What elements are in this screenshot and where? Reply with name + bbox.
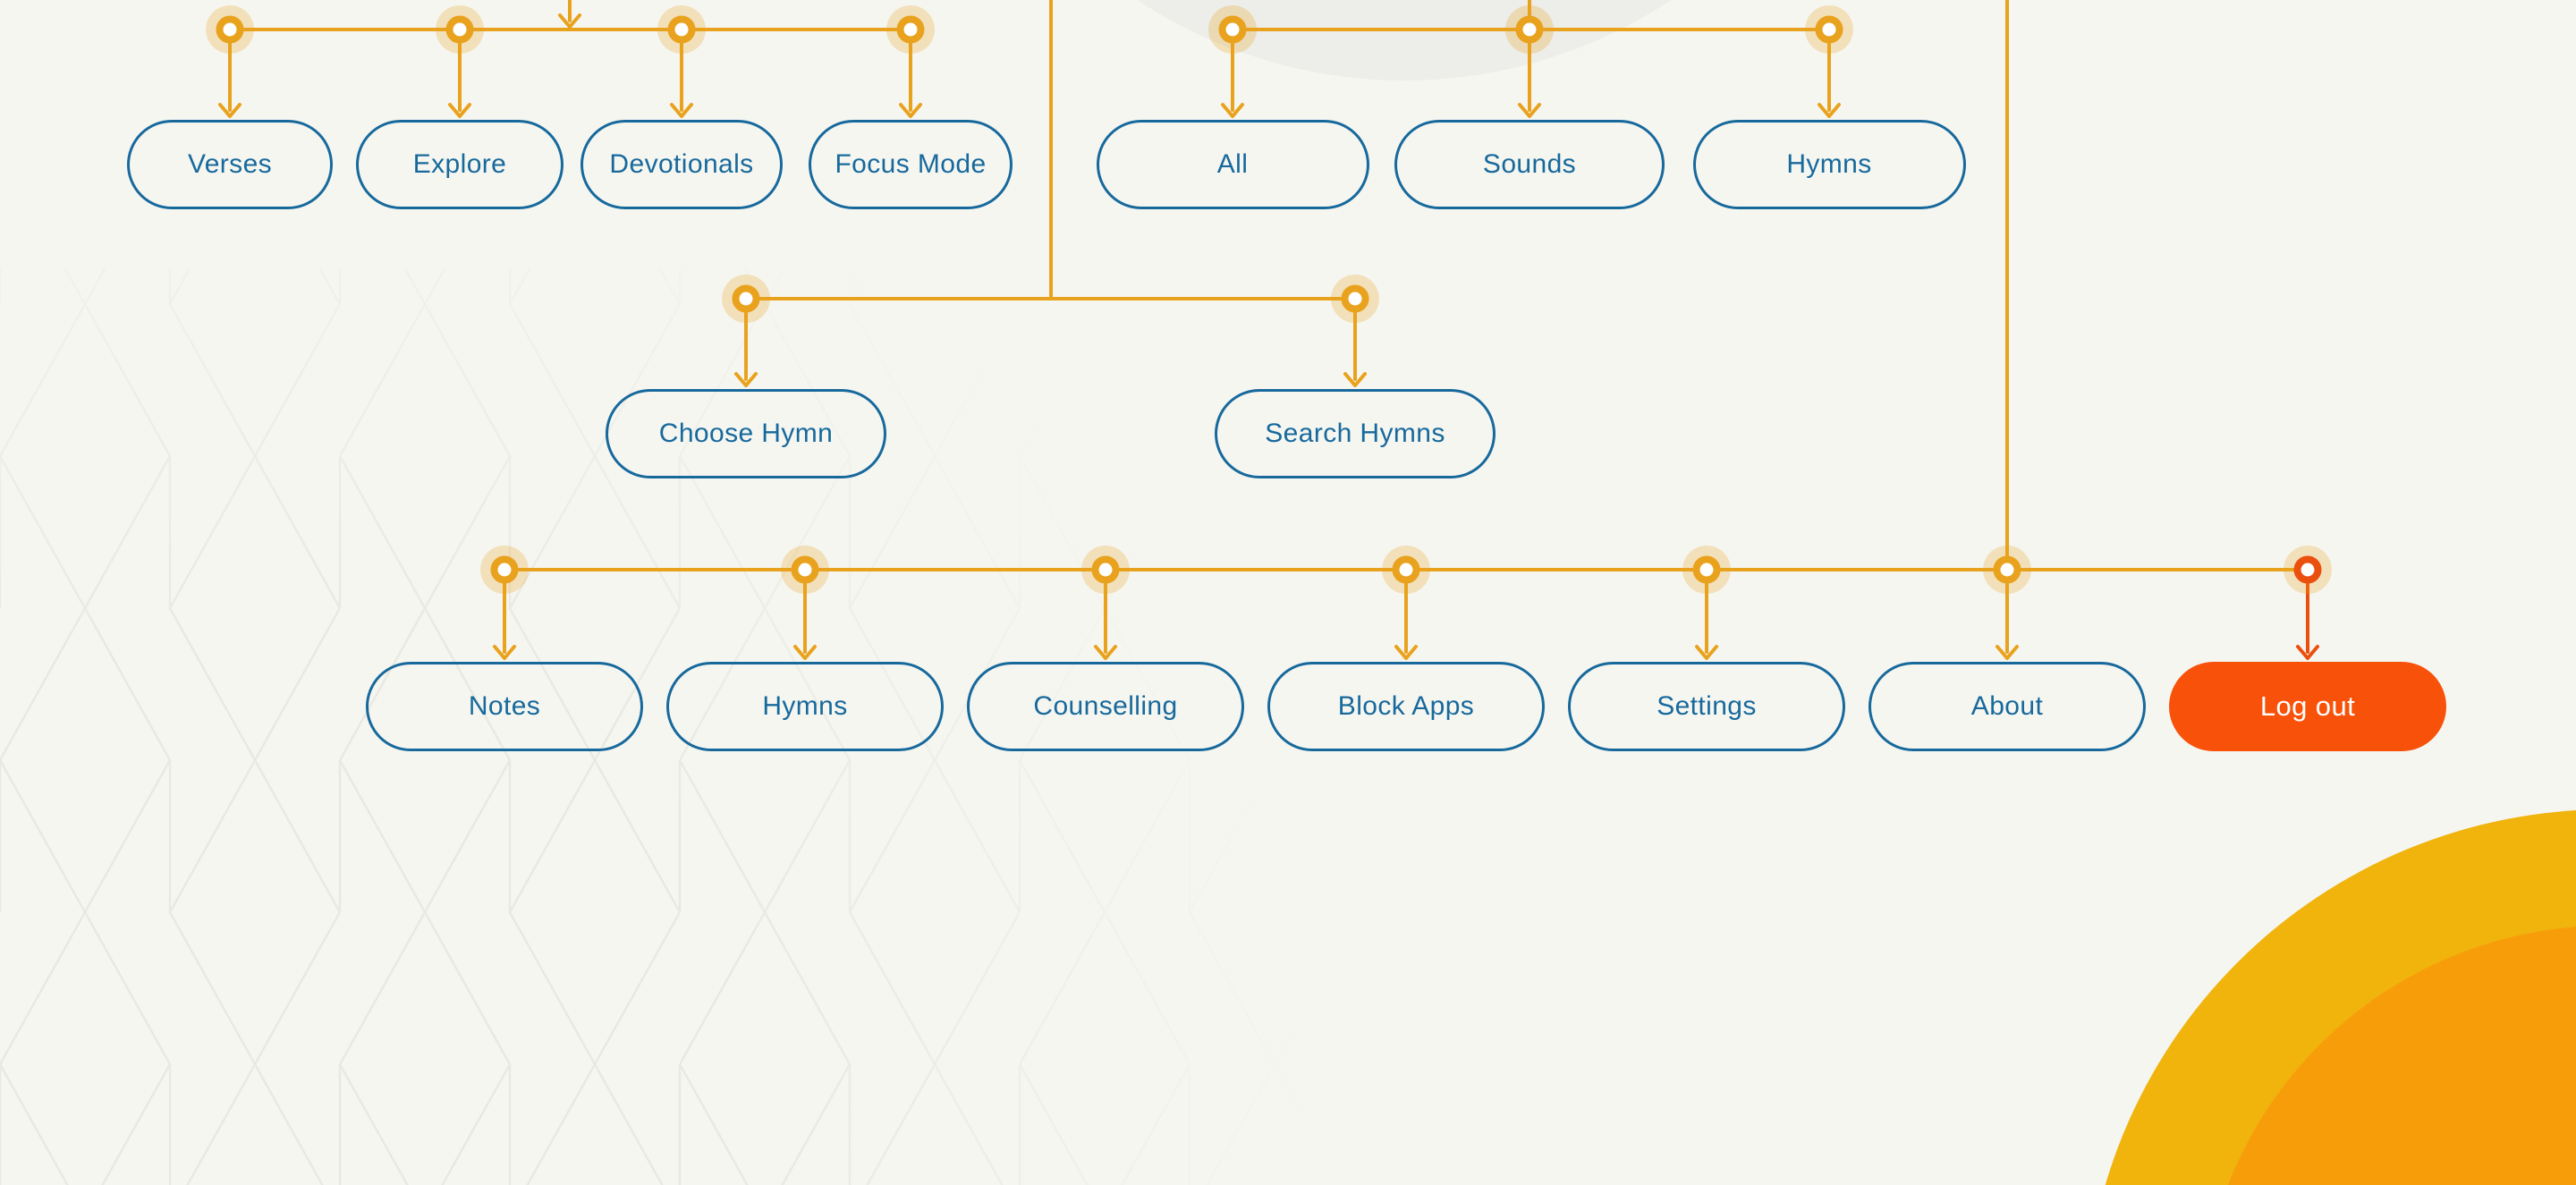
button-label: Explore bbox=[412, 149, 507, 179]
junction-node-icon bbox=[1993, 555, 2021, 584]
button-all[interactable]: All bbox=[1096, 120, 1369, 209]
button-counselling[interactable]: Counselling bbox=[967, 662, 1244, 751]
button-label: Notes bbox=[468, 691, 541, 721]
button-label: All bbox=[1216, 149, 1249, 179]
button-notes[interactable]: Notes bbox=[366, 662, 643, 751]
button-label: Block Apps bbox=[1337, 691, 1475, 721]
button-choose-hymn[interactable]: Choose Hymn bbox=[606, 389, 886, 478]
junction-node-icon bbox=[1091, 555, 1120, 584]
button-label: Hymns bbox=[1786, 149, 1872, 179]
arrowhead-down-icon bbox=[2296, 645, 2319, 660]
junction-node-icon bbox=[1815, 15, 1843, 44]
junction-node-icon bbox=[445, 15, 474, 44]
arrowhead-down-icon bbox=[899, 103, 922, 118]
button-label: About bbox=[1970, 691, 2044, 721]
arrowhead-down-icon bbox=[734, 372, 758, 387]
junction-node-icon bbox=[216, 15, 244, 44]
button-hymns-2[interactable]: Hymns bbox=[666, 662, 944, 751]
button-label: Counselling bbox=[1033, 691, 1178, 721]
button-label: Verses bbox=[187, 149, 273, 179]
junction-node-icon bbox=[1218, 15, 1247, 44]
arrowhead-down-icon bbox=[793, 645, 817, 660]
button-block-apps[interactable]: Block Apps bbox=[1267, 662, 1545, 751]
junction-node-icon bbox=[667, 15, 696, 44]
arrowhead-down-icon bbox=[1094, 645, 1117, 660]
arrowhead-down-icon bbox=[558, 13, 581, 29]
junction-node-icon bbox=[732, 284, 760, 313]
arrowhead-down-icon bbox=[1343, 372, 1367, 387]
arrowhead-down-icon bbox=[448, 103, 471, 118]
button-label: Devotionals bbox=[609, 149, 754, 179]
button-label: Sounds bbox=[1482, 149, 1577, 179]
arrowhead-down-icon bbox=[218, 103, 242, 118]
button-label: Hymns bbox=[762, 691, 848, 721]
button-sounds[interactable]: Sounds bbox=[1394, 120, 1665, 209]
button-search-hymns[interactable]: Search Hymns bbox=[1215, 389, 1496, 478]
arrowhead-down-icon bbox=[670, 103, 693, 118]
button-label: Search Hymns bbox=[1265, 419, 1445, 448]
junction-node-icon bbox=[1341, 284, 1369, 313]
button-label: Choose Hymn bbox=[658, 419, 834, 448]
arrowhead-down-icon bbox=[1518, 103, 1541, 118]
junction-node-icon bbox=[1392, 555, 1420, 584]
arrowhead-down-icon bbox=[1695, 645, 1718, 660]
junction-node-icon bbox=[2293, 555, 2322, 584]
button-hymns[interactable]: Hymns bbox=[1692, 120, 1966, 209]
arrowhead-down-icon bbox=[1818, 103, 1841, 118]
junction-node-icon bbox=[1515, 15, 1544, 44]
button-label: Settings bbox=[1657, 691, 1757, 721]
junction-node-icon bbox=[1692, 555, 1721, 584]
button-label: Focus Mode bbox=[835, 149, 987, 179]
arrowhead-down-icon bbox=[1996, 645, 2019, 660]
junction-node-icon bbox=[490, 555, 519, 584]
button-explore[interactable]: Explore bbox=[356, 120, 564, 209]
button-about[interactable]: About bbox=[1868, 662, 2146, 751]
button-log-out[interactable]: Log out bbox=[2169, 662, 2446, 751]
button-settings[interactable]: Settings bbox=[1568, 662, 1845, 751]
junction-node-icon bbox=[791, 555, 819, 584]
button-verses[interactable]: Verses bbox=[127, 120, 333, 209]
button-focus-mode[interactable]: Focus Mode bbox=[809, 120, 1013, 209]
arrowhead-down-icon bbox=[493, 645, 516, 660]
button-devotionals[interactable]: Devotionals bbox=[580, 120, 783, 209]
button-label: Log out bbox=[2259, 690, 2356, 722]
junction-node-icon bbox=[896, 15, 925, 44]
arrowhead-down-icon bbox=[1221, 103, 1244, 118]
arrowhead-down-icon bbox=[1394, 645, 1418, 660]
